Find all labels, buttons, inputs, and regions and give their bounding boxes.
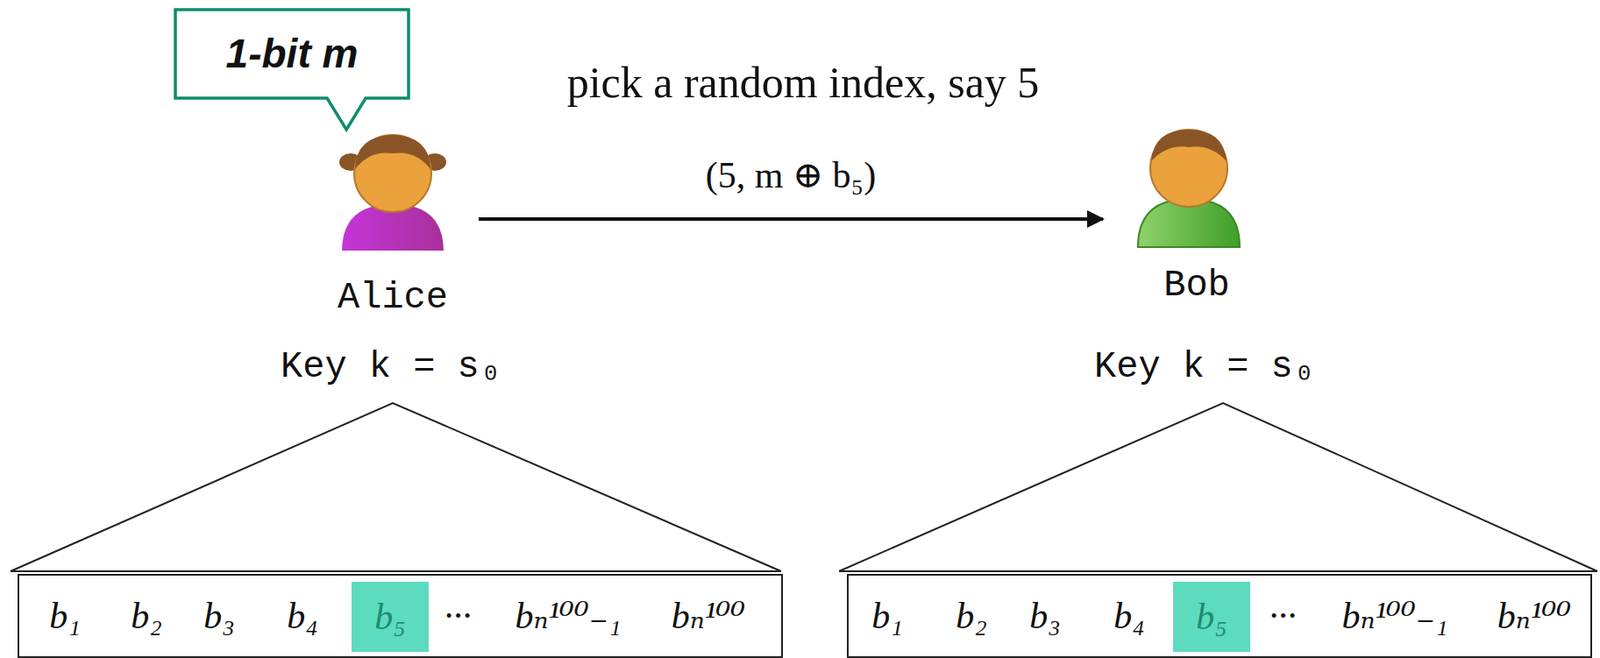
edge-label: (5, m ⊕ b₅) [702, 154, 880, 197]
bit-label: bₙ¹⁰⁰₋₁ [514, 595, 621, 638]
person-name: Bob [1163, 264, 1231, 307]
bit-label: b₄ [1113, 595, 1145, 638]
bob-figure [1137, 128, 1256, 251]
key-triangle [839, 403, 1598, 572]
person-figure: Alice [331, 132, 455, 321]
person-name: Alice [337, 277, 448, 320]
bit-label: b₁ [871, 595, 904, 638]
alice-figure [331, 132, 455, 256]
message-arrow [478, 217, 1103, 221]
bit-label: b₂ [955, 595, 988, 638]
bit-label: ··· [443, 595, 472, 638]
bit-label: b₁ [49, 595, 81, 638]
key-triangle-base [839, 570, 1598, 573]
step-note: pick a random index, say 5 [567, 57, 1040, 109]
bit-label: bₙ¹⁰⁰ [1497, 595, 1572, 638]
bit-string-box: b₁ b₂ b₃ b₄ ··· bₙ¹⁰⁰₋₁ bₙ¹⁰⁰ b₅ [17, 574, 783, 658]
selected-bit: b₅ [1173, 582, 1251, 653]
bit-label: b₃ [1029, 595, 1061, 638]
bit-label: b₃ [203, 595, 235, 638]
bit-label: bₙ¹⁰⁰ [671, 595, 746, 638]
bit-label: ··· [1268, 595, 1297, 638]
key-triangle [10, 403, 782, 572]
callout-text: 1-bit m [226, 30, 359, 78]
bit-label: b₄ [286, 595, 319, 638]
selected-bit: b₅ [351, 582, 429, 653]
bit-label: bₙ¹⁰⁰₋₁ [1341, 595, 1448, 638]
speech-callout: 1-bit m [173, 7, 411, 100]
person-figure: Bob [1137, 128, 1256, 308]
bit-label: b₅ [374, 596, 406, 639]
key-label: Key k = s₀ [1094, 346, 1316, 389]
bit-label: b₅ [1195, 596, 1228, 639]
bit-string-box: b₁ b₂ b₃ b₄ ··· bₙ¹⁰⁰₋₁ bₙ¹⁰⁰ b₅ [846, 574, 1593, 658]
key-triangle-base [10, 570, 782, 573]
bit-label: b₂ [130, 595, 163, 638]
key-label: Key k = s₀ [280, 346, 502, 389]
